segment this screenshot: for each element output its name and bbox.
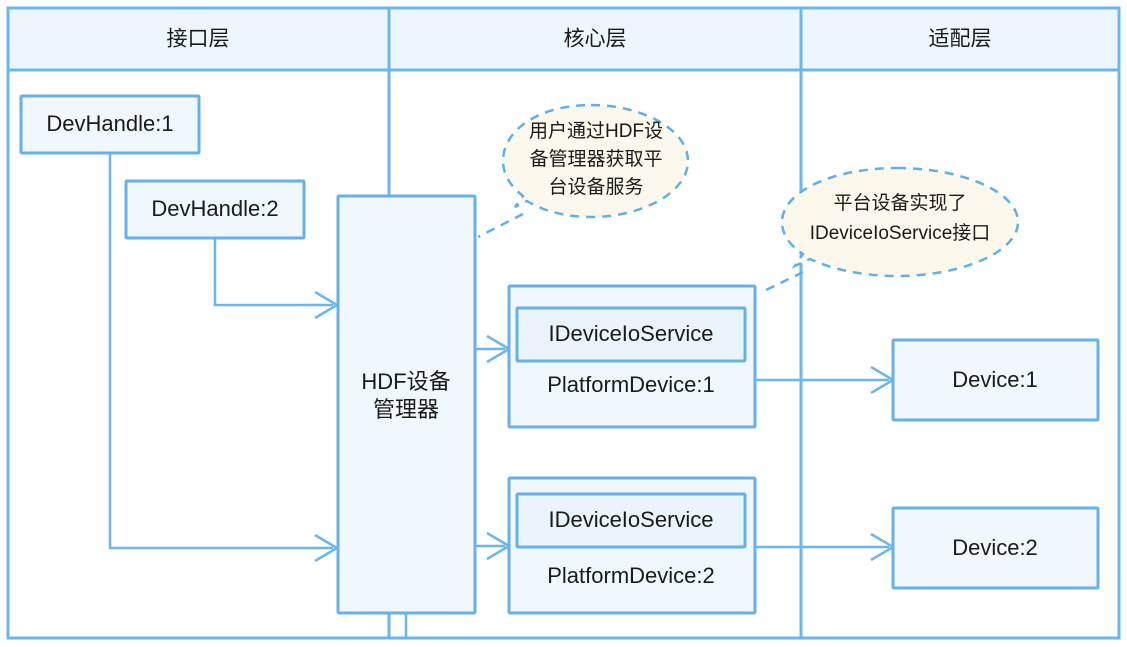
connector-platformdevice1-to-device1 xyxy=(755,365,896,395)
connector-hdf-to-platformdevice1 xyxy=(475,334,512,364)
column-header-adapter-layer: 适配层 xyxy=(929,28,992,51)
callout-platform-device: 平台设备实现了 IDeviceIoService接口 xyxy=(780,166,1020,278)
hdf-device-manager-label-line1: HDF设备 xyxy=(361,369,450,394)
device-1-label: Device:1 xyxy=(952,367,1038,392)
header-band xyxy=(8,8,1119,70)
connector-platformdevice2-to-device2 xyxy=(755,532,896,562)
column-header-interface-layer: 接口层 xyxy=(167,28,230,51)
callout-platform-device-line-1: 平台设备实现了 xyxy=(833,192,966,214)
devhandle-2-box[interactable] xyxy=(124,179,306,240)
callout-platform-device-line-2: IDeviceIoService接口 xyxy=(810,222,991,244)
node-device-1[interactable]: Device:1 xyxy=(891,338,1100,422)
node-platform-device-1[interactable]: IDeviceIoService PlatformDevice:1 xyxy=(507,284,757,429)
node-platform-device-2[interactable]: IDeviceIoService PlatformDevice:2 xyxy=(507,476,757,615)
devhandle-2-label: DevHandle:2 xyxy=(151,196,278,221)
callout-hdf-manager-line-1: 用户通过HDF设 xyxy=(529,120,663,142)
callout-hdf-manager-line-2: 备管理器获取平 xyxy=(529,148,662,170)
connector-devhandle2-to-hdf xyxy=(213,238,340,320)
device-2-label: Device:2 xyxy=(952,535,1038,560)
hdf-device-manager-label-line2: 管理器 xyxy=(373,397,439,422)
hdf-device-manager-box[interactable] xyxy=(336,194,477,615)
devhandle-1-label: DevHandle:1 xyxy=(46,111,173,136)
node-device-2[interactable]: Device:2 xyxy=(891,506,1100,590)
device-1-box[interactable] xyxy=(891,338,1100,422)
node-hdf-device-manager[interactable]: HDF设备 管理器 xyxy=(336,194,477,615)
platform-device-2-interface-box[interactable] xyxy=(515,492,747,549)
connector-hdf-to-platformdevice2 xyxy=(475,531,512,561)
platform-device-2-name-label: PlatformDevice:2 xyxy=(547,563,715,588)
platform-device-1-interface-label: IDeviceIoService xyxy=(548,321,713,346)
platform-device-1-name-label: PlatformDevice:1 xyxy=(547,372,715,397)
callout-platform-device-tail xyxy=(761,270,804,294)
platform-device-2-interface-label: IDeviceIoService xyxy=(548,507,713,532)
callout-hdf-manager: 用户通过HDF设 备管理器获取平 台设备服务 xyxy=(501,103,690,219)
devhandle-1-box[interactable] xyxy=(19,94,201,155)
device-2-box[interactable] xyxy=(891,506,1100,590)
callout-hdf-manager-line-3: 台设备服务 xyxy=(548,176,643,198)
diagram-frame xyxy=(6,6,1121,640)
node-devhandle-2[interactable]: DevHandle:2 xyxy=(124,179,306,240)
callout-hdf-manager-tail xyxy=(477,212,524,239)
node-devhandle-1[interactable]: DevHandle:1 xyxy=(19,94,201,155)
platform-device-1-interface-box[interactable] xyxy=(515,306,747,363)
column-header-core-layer: 核心层 xyxy=(564,28,627,51)
